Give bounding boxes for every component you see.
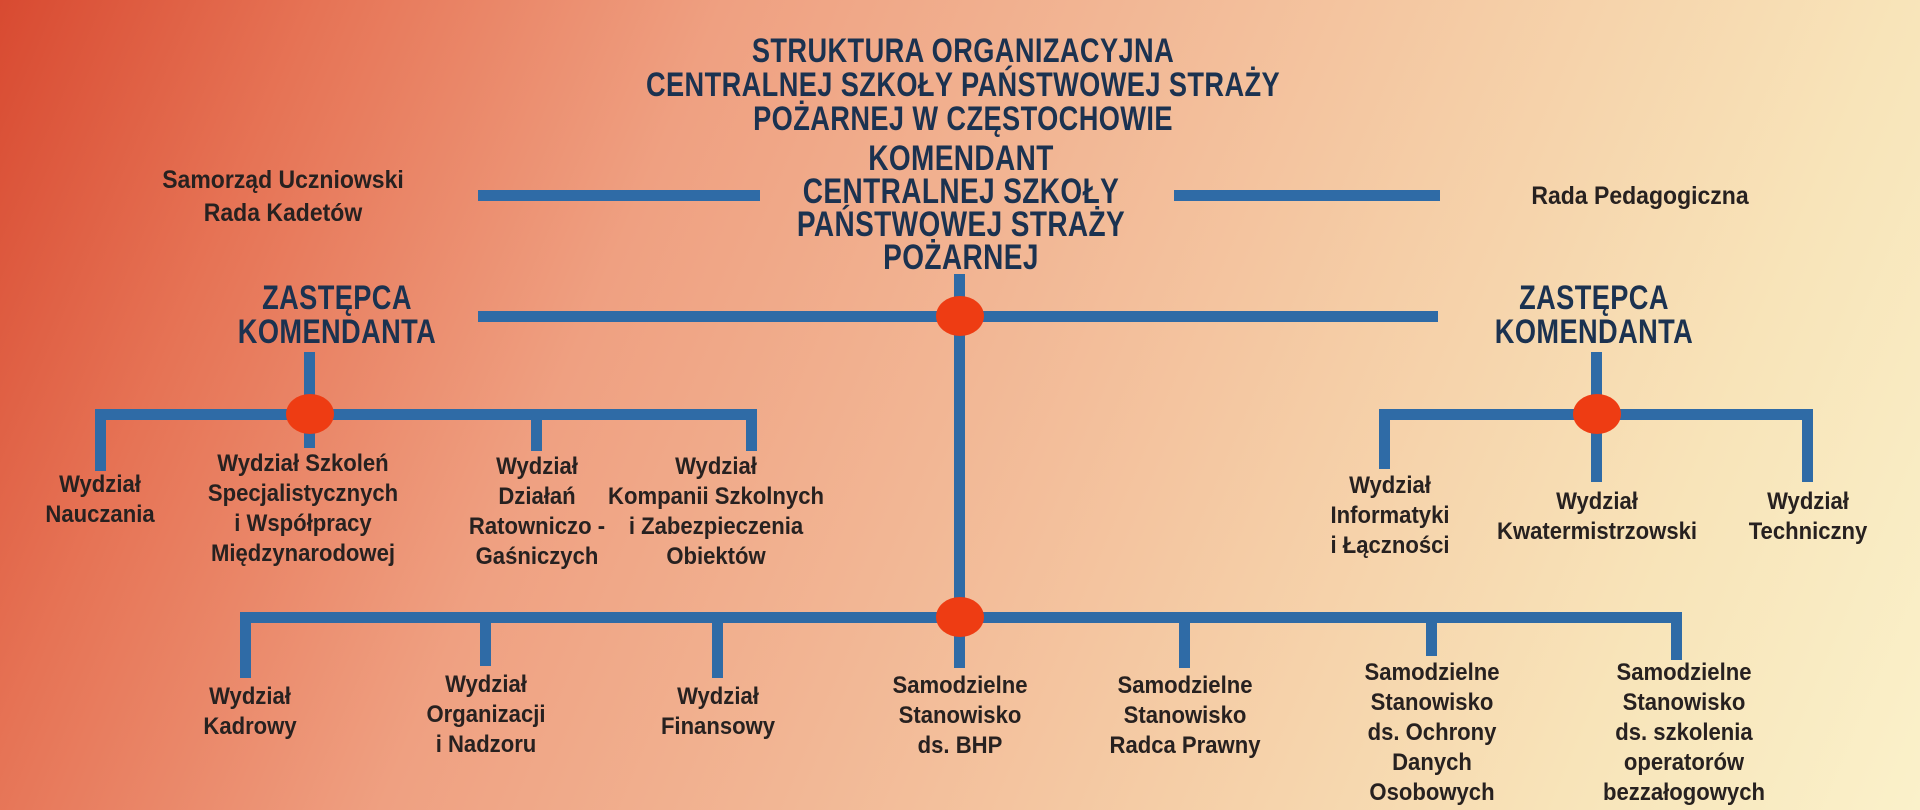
connector-advisory-left bbox=[478, 190, 760, 201]
connector-left-drop-1 bbox=[95, 409, 106, 471]
connector-bottom-drop-6 bbox=[1426, 623, 1437, 656]
connector-left-drop-4 bbox=[746, 409, 757, 451]
node-wydzial-kwatermistrzowski: Wydział Kwatermistrzowski bbox=[1496, 488, 1698, 545]
connector-main-vertical bbox=[954, 322, 965, 612]
junction-dot-left bbox=[286, 394, 334, 434]
node-wydzial-dzialan-ratowniczo-gasniczych: Wydział Działań Ratowniczo - Gaśniczych bbox=[468, 453, 606, 570]
connector-advisory-right bbox=[1174, 190, 1440, 201]
node-rada-pedagogiczna: Rada Pedagogiczna bbox=[1531, 182, 1749, 210]
node-stanowisko-bhp: Samodzielne Stanowisko ds. BHP bbox=[892, 672, 1028, 759]
junction-dot-right bbox=[1573, 394, 1621, 434]
chart-title: STRUKTURA ORGANIZACYJNA CENTRALNEJ SZKOŁ… bbox=[645, 32, 1281, 138]
node-wydzial-techniczny: Wydział Techniczny bbox=[1748, 488, 1868, 545]
junction-dot-bottom bbox=[936, 597, 984, 637]
connector-bottom-drop-1 bbox=[240, 612, 251, 678]
connector-bottom-drop-7 bbox=[1671, 612, 1682, 660]
node-wydzial-kompanii-szkolnych: Wydział Kompanii Szkolnych i Zabezpiecze… bbox=[608, 453, 824, 570]
connector-right-drop-2 bbox=[1591, 420, 1602, 482]
connector-bottom-drop-5 bbox=[1179, 623, 1190, 668]
connector-deputy-right-stub bbox=[1591, 352, 1602, 409]
node-wydzial-kadrowy: Wydział Kadrowy bbox=[203, 683, 297, 740]
connector-left-crossbar bbox=[95, 409, 757, 420]
connector-bottom-drop-3 bbox=[712, 623, 723, 678]
connector-deputy-left-stub bbox=[304, 352, 315, 409]
node-stanowisko-szkolenia-operatorow: Samodzielne Stanowisko ds. szkolenia ope… bbox=[1603, 659, 1765, 810]
connector-left-drop-2 bbox=[304, 420, 315, 448]
connector-bottom-drop-4 bbox=[954, 623, 965, 668]
node-zastepca-komendanta-right: ZASTĘPCA KOMENDANTA bbox=[1494, 279, 1694, 351]
node-wydzial-organizacji-nadzoru: Wydział Organizacji i Nadzoru bbox=[426, 671, 546, 758]
node-stanowisko-radca-prawny: Samodzielne Stanowisko Radca Prawny bbox=[1109, 672, 1261, 759]
connector-right-drop-3 bbox=[1802, 409, 1813, 482]
node-wydzial-szkolen-specjalistycznych: Wydział Szkoleń Specjalistycznych i Wspó… bbox=[207, 450, 399, 567]
node-stanowisko-ochrony-danych: Samodzielne Stanowisko ds. Ochrony Danyc… bbox=[1364, 659, 1500, 806]
node-wydzial-finansowy: Wydział Finansowy bbox=[660, 683, 776, 740]
connector-bottom-drop-2 bbox=[480, 623, 491, 666]
node-komendant: KOMENDANT CENTRALNEJ SZKOŁY PAŃSTWOWEJ S… bbox=[796, 139, 1126, 277]
junction-dot-main bbox=[936, 296, 984, 336]
node-wydzial-informatyki-lacznosci: Wydział Informatyki i Łączności bbox=[1330, 472, 1450, 559]
node-zastepca-komendanta-left: ZASTĘPCA KOMENDANTA bbox=[237, 279, 437, 351]
connector-right-drop-1 bbox=[1379, 409, 1390, 469]
node-samorzad-uczniowski-rada-kadetow: Samorząd Uczniowski Rada Kadetów bbox=[162, 166, 404, 227]
connector-komendant-stub bbox=[954, 274, 965, 311]
connector-left-drop-3 bbox=[531, 420, 542, 451]
node-wydzial-nauczania: Wydział Nauczania bbox=[45, 471, 155, 528]
